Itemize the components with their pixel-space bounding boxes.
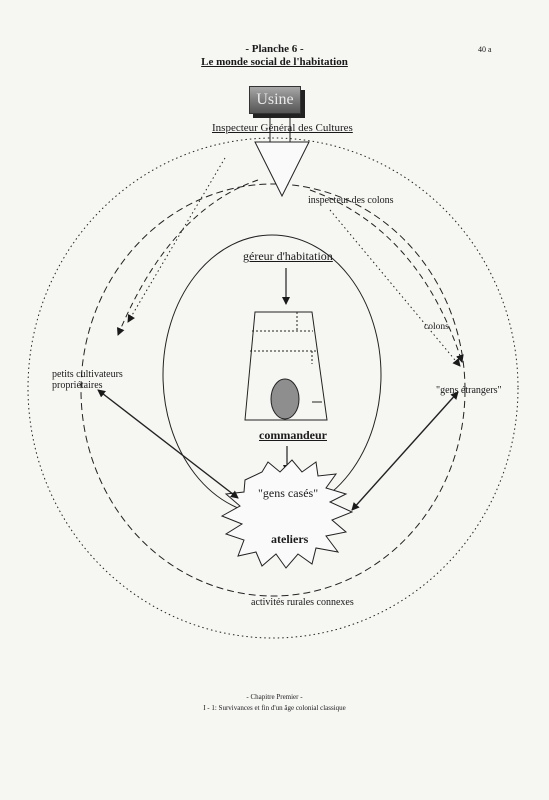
arrow-petits-cases — [97, 389, 239, 499]
inspecteur-label: Inspecteur Général des Cultures — [212, 122, 353, 134]
footer-chapter: - Chapitre Premier - — [246, 693, 303, 701]
gens-etrangers-label: "gens étrangers" — [436, 385, 502, 396]
ateliers-label: ateliers — [271, 532, 309, 546]
gerant-label: géreur d'habitation — [243, 249, 333, 263]
arrow-etrangers-cases — [351, 391, 459, 511]
proprietaires-label: propriétaires — [52, 380, 103, 391]
colons-label: colons — [424, 322, 449, 332]
ateliers-starburst — [220, 459, 354, 569]
dashed-arc-right — [309, 189, 464, 363]
usine-connector — [269, 112, 291, 142]
power-triangle — [254, 141, 310, 198]
inspecteur-colons-label: inspecteur des colons — [308, 195, 394, 206]
gens-cases-label: "gens casés" — [258, 486, 319, 500]
middle-dashed-circle — [80, 183, 466, 597]
dashed-arc-left — [116, 179, 259, 336]
footer-section: I - 1: Survivances et fin d'un âge colon… — [203, 704, 346, 712]
petits-cultivateurs-label: petits cultivateurs — [52, 369, 123, 380]
activites-label: activités rurales connexes — [251, 597, 354, 608]
plate-number: - Planche 6 - — [245, 43, 304, 55]
dotted-line-left — [127, 157, 226, 323]
habitation-house — [244, 311, 328, 421]
commandeur-label: commandeur — [259, 428, 327, 442]
outer-dotted-circle — [27, 137, 519, 639]
usine-box: Usine — [249, 86, 301, 114]
plate-title: Le monde social de l'habitation — [201, 56, 348, 68]
page-number: 40 a — [478, 45, 492, 54]
house-door-oval — [270, 378, 300, 420]
dotted-line-right — [329, 209, 461, 367]
